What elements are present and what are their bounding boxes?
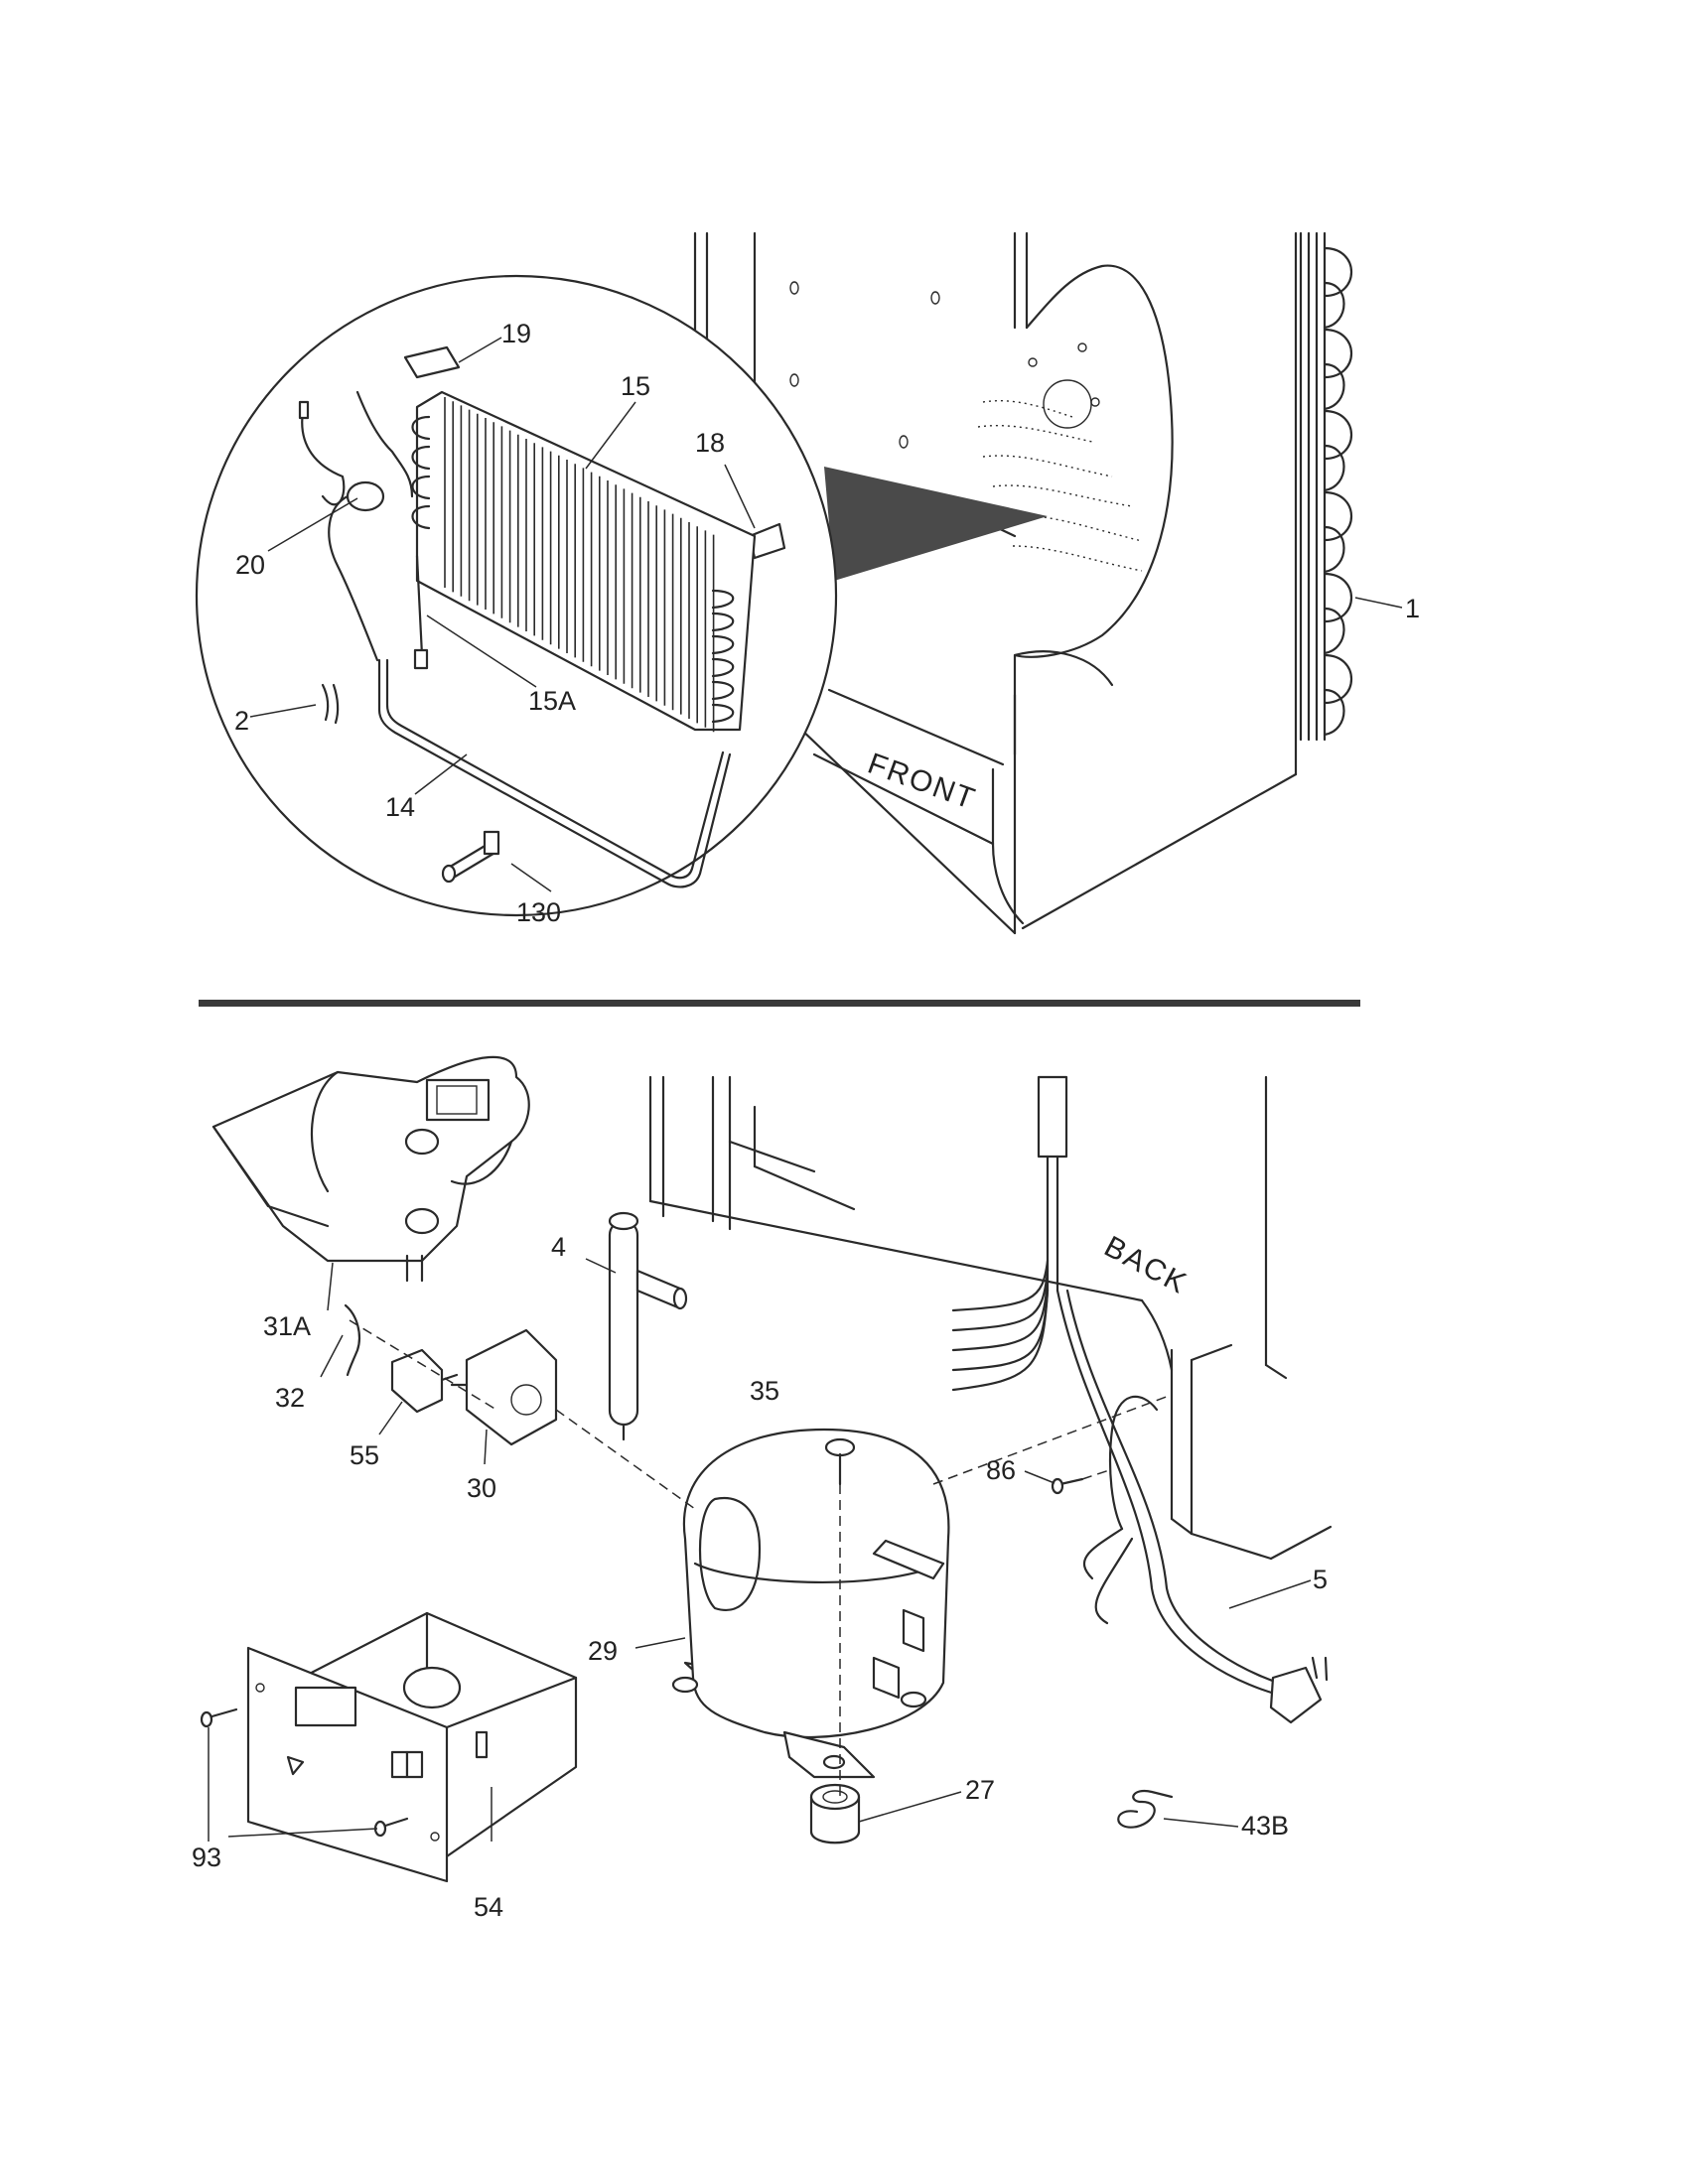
part-32-shape — [344, 1303, 361, 1377]
callout-43b: 43B — [1241, 1811, 1289, 1841]
section-divider — [199, 1000, 1360, 1007]
back-label: BACK — [1099, 1230, 1194, 1300]
part-4-shape — [608, 1211, 688, 1441]
part-19-shape — [403, 345, 461, 379]
heater-tube — [377, 658, 732, 888]
callout-1: 1 — [1405, 594, 1420, 623]
part-2-shape — [321, 683, 340, 725]
callout-18: 18 — [695, 428, 725, 458]
part-5-shape — [951, 1075, 1329, 1724]
callout-15a: 15A — [528, 686, 576, 716]
callout-5: 5 — [1313, 1565, 1328, 1594]
callout-93: 93 — [192, 1843, 221, 1872]
callout-86: 86 — [986, 1455, 1016, 1485]
callout-55: 55 — [350, 1440, 379, 1470]
part-54-shape — [246, 1611, 578, 1883]
evaporator — [411, 390, 757, 733]
part-35-shape — [824, 1437, 856, 1486]
callout-29: 29 — [588, 1636, 618, 1666]
callout-15: 15 — [621, 371, 650, 401]
callout-30: 30 — [467, 1473, 496, 1503]
part-86-shape — [1051, 1477, 1084, 1495]
callout-31a: 31A — [263, 1311, 311, 1341]
part-30-shape — [450, 1328, 558, 1446]
callout-35: 35 — [750, 1376, 779, 1406]
callout-130: 130 — [516, 897, 561, 927]
callout-54: 54 — [474, 1892, 503, 1922]
part-27-shape — [809, 1783, 861, 1844]
callout-19: 19 — [501, 319, 531, 348]
part-55-shape — [390, 1348, 459, 1414]
detail-pointer — [824, 467, 1048, 581]
part-31a-shape — [211, 1055, 530, 1283]
part-20-shape — [346, 480, 385, 512]
part-93-shape — [200, 1707, 409, 1838]
thermostat-wire — [301, 410, 346, 506]
part-43b-shape — [1117, 1789, 1174, 1829]
callout-32: 32 — [275, 1383, 305, 1413]
cabinet-back — [648, 1075, 1333, 1561]
callout-14: 14 — [385, 792, 415, 822]
callout-27: 27 — [965, 1775, 995, 1805]
callout-2: 2 — [234, 706, 249, 736]
condenser-coil — [1299, 231, 1352, 742]
part-29-shape — [671, 1428, 950, 1779]
part-130-shape — [441, 830, 500, 884]
callout-4: 4 — [551, 1232, 566, 1262]
callout-20: 20 — [235, 550, 265, 580]
